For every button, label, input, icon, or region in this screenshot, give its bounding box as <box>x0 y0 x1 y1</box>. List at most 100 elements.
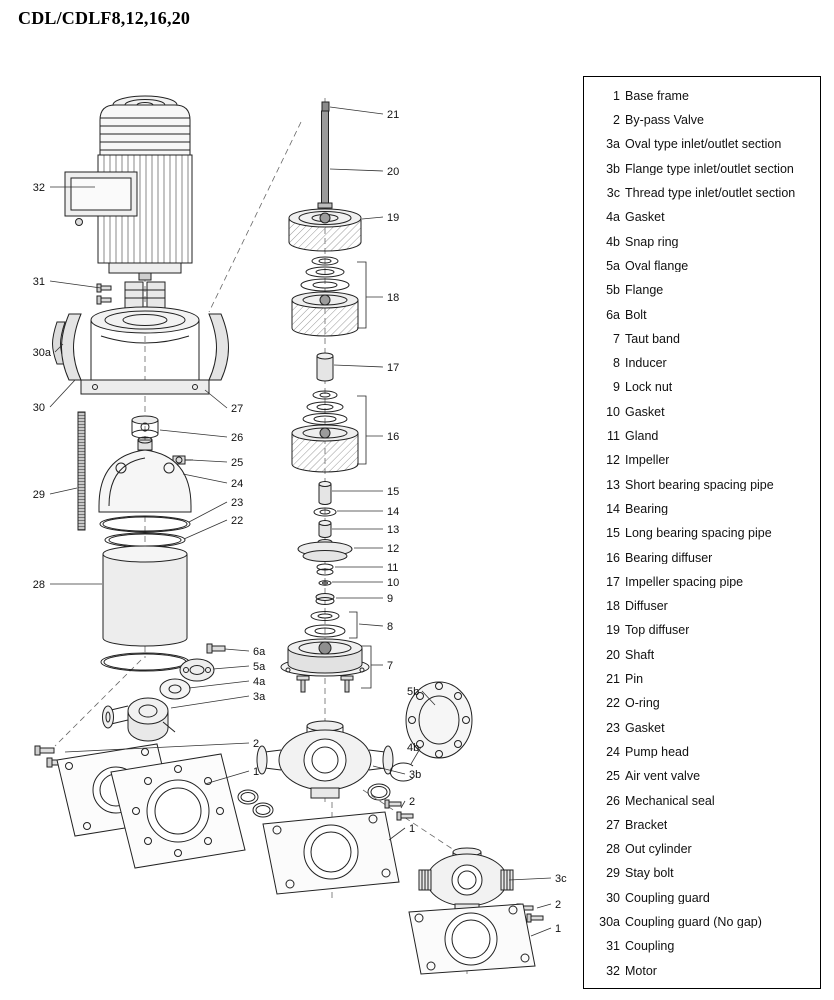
stay-bolt <box>77 411 86 531</box>
callout-label: 8 <box>387 621 393 633</box>
part-name: Flange type inlet/outlet section <box>625 162 794 176</box>
callout-leader-line <box>182 473 228 484</box>
coupling-group <box>96 281 166 309</box>
part-name: Thread type inlet/outlet section <box>625 187 796 200</box>
callout-label: 25 <box>231 457 243 469</box>
part-number: 20 <box>606 647 620 662</box>
callout-leader-line <box>188 680 250 689</box>
part-number: 5a <box>606 258 620 273</box>
callout-label: 30 <box>33 402 45 414</box>
oval-inlet-section <box>102 697 176 742</box>
parts-list-row: 17 Impeller spacing pipe <box>590 570 816 594</box>
callout-leader-line <box>329 168 384 172</box>
callout-label: 3c <box>555 873 567 885</box>
part-number: 15 <box>606 526 620 541</box>
callout-label: 2 <box>409 796 415 808</box>
callout-label: 22 <box>231 515 243 527</box>
part-number: 18 <box>606 599 620 614</box>
callout-layer: 323130a3029282726252423226a5a4a3a2121201… <box>33 106 567 937</box>
callout-leader-line <box>212 665 250 670</box>
part-number: 12 <box>606 453 620 468</box>
part-number: 7 <box>613 331 620 346</box>
callout-leader-line <box>421 690 436 706</box>
parts-list-row: 15 Long bearing spacing pipe <box>590 521 816 545</box>
callout-label: 23 <box>231 497 243 509</box>
part-name: Bearing diffuser <box>625 551 713 565</box>
part-number: 10 <box>606 404 620 419</box>
part-name: Base frame <box>625 89 689 103</box>
part-number: 22 <box>606 696 620 711</box>
part-name: Gasket <box>625 211 665 224</box>
part-number: 9 <box>613 380 620 395</box>
callout-label: 30a <box>33 347 52 359</box>
part-number: 3c <box>606 186 620 201</box>
part-number: 13 <box>606 477 620 492</box>
callout-label: 2 <box>253 738 259 750</box>
callout-label: 13 <box>387 524 399 536</box>
part-number: 17 <box>606 574 620 589</box>
part-name: Oval type inlet/outlet section <box>625 138 782 151</box>
callout-leader-line <box>400 800 406 809</box>
exploded-diagram: 323130a3029282726252423226a5a4a3a2121201… <box>33 95 567 976</box>
part-name: Coupling guard <box>625 891 710 905</box>
callout-label: 16 <box>387 431 399 443</box>
callout-label: 10 <box>387 577 399 589</box>
parts-list-row: 5a Oval flange <box>590 254 816 278</box>
base-frame-right-group <box>408 903 536 975</box>
callout-label: 5b <box>407 686 419 698</box>
part-name: Mechanical seal <box>625 794 715 807</box>
part-number: 32 <box>606 963 620 978</box>
part-name: Pump head <box>625 745 689 759</box>
part-number: 29 <box>606 866 620 881</box>
part-number: 4b <box>606 234 620 249</box>
callout-label: 26 <box>231 432 243 444</box>
motor-group <box>64 95 193 281</box>
callout-leader-line <box>361 216 384 220</box>
callout-leader-line <box>190 459 228 463</box>
callout-label: 29 <box>33 489 45 501</box>
part-name: Bracket <box>625 818 668 832</box>
part-name: Gasket <box>625 405 665 419</box>
part-name: Oval flange <box>625 259 689 273</box>
part-name: Bearing <box>625 502 669 516</box>
callout-leader-line <box>410 746 422 765</box>
parts-list-row: 30a Coupling guard (No gap) <box>590 910 816 934</box>
part-name: Impeller <box>625 454 670 467</box>
part-name: Air vent valve <box>625 770 701 783</box>
callout-leader-line <box>54 343 64 353</box>
callout-label: 4a <box>253 676 266 688</box>
callout-leader-line <box>372 765 406 775</box>
part-name: Impeller spacing pipe <box>625 575 744 589</box>
part-name: Coupling guard (No gap) <box>625 915 762 929</box>
part-name: Gland <box>625 430 659 443</box>
part-number: 23 <box>606 720 620 735</box>
part-number: 25 <box>606 769 620 784</box>
part-name: Taut band <box>625 332 680 346</box>
callout-label: 3a <box>253 691 266 703</box>
part-number: 21 <box>606 672 620 687</box>
part-number: 30a <box>599 914 620 929</box>
callout-leader-line <box>64 742 250 753</box>
part-number: 8 <box>613 356 620 371</box>
part-name: Long bearing spacing pipe <box>625 527 772 540</box>
shaft-stack-group <box>280 101 372 693</box>
part-number: 27 <box>606 817 620 832</box>
part-name: Snap ring <box>625 235 679 249</box>
callout-label: 17 <box>387 362 399 374</box>
part-name: Inducer <box>625 357 667 370</box>
part-name: Short bearing spacing pipe <box>625 478 774 492</box>
part-number: 24 <box>606 744 620 759</box>
part-number: 6a <box>606 307 620 322</box>
